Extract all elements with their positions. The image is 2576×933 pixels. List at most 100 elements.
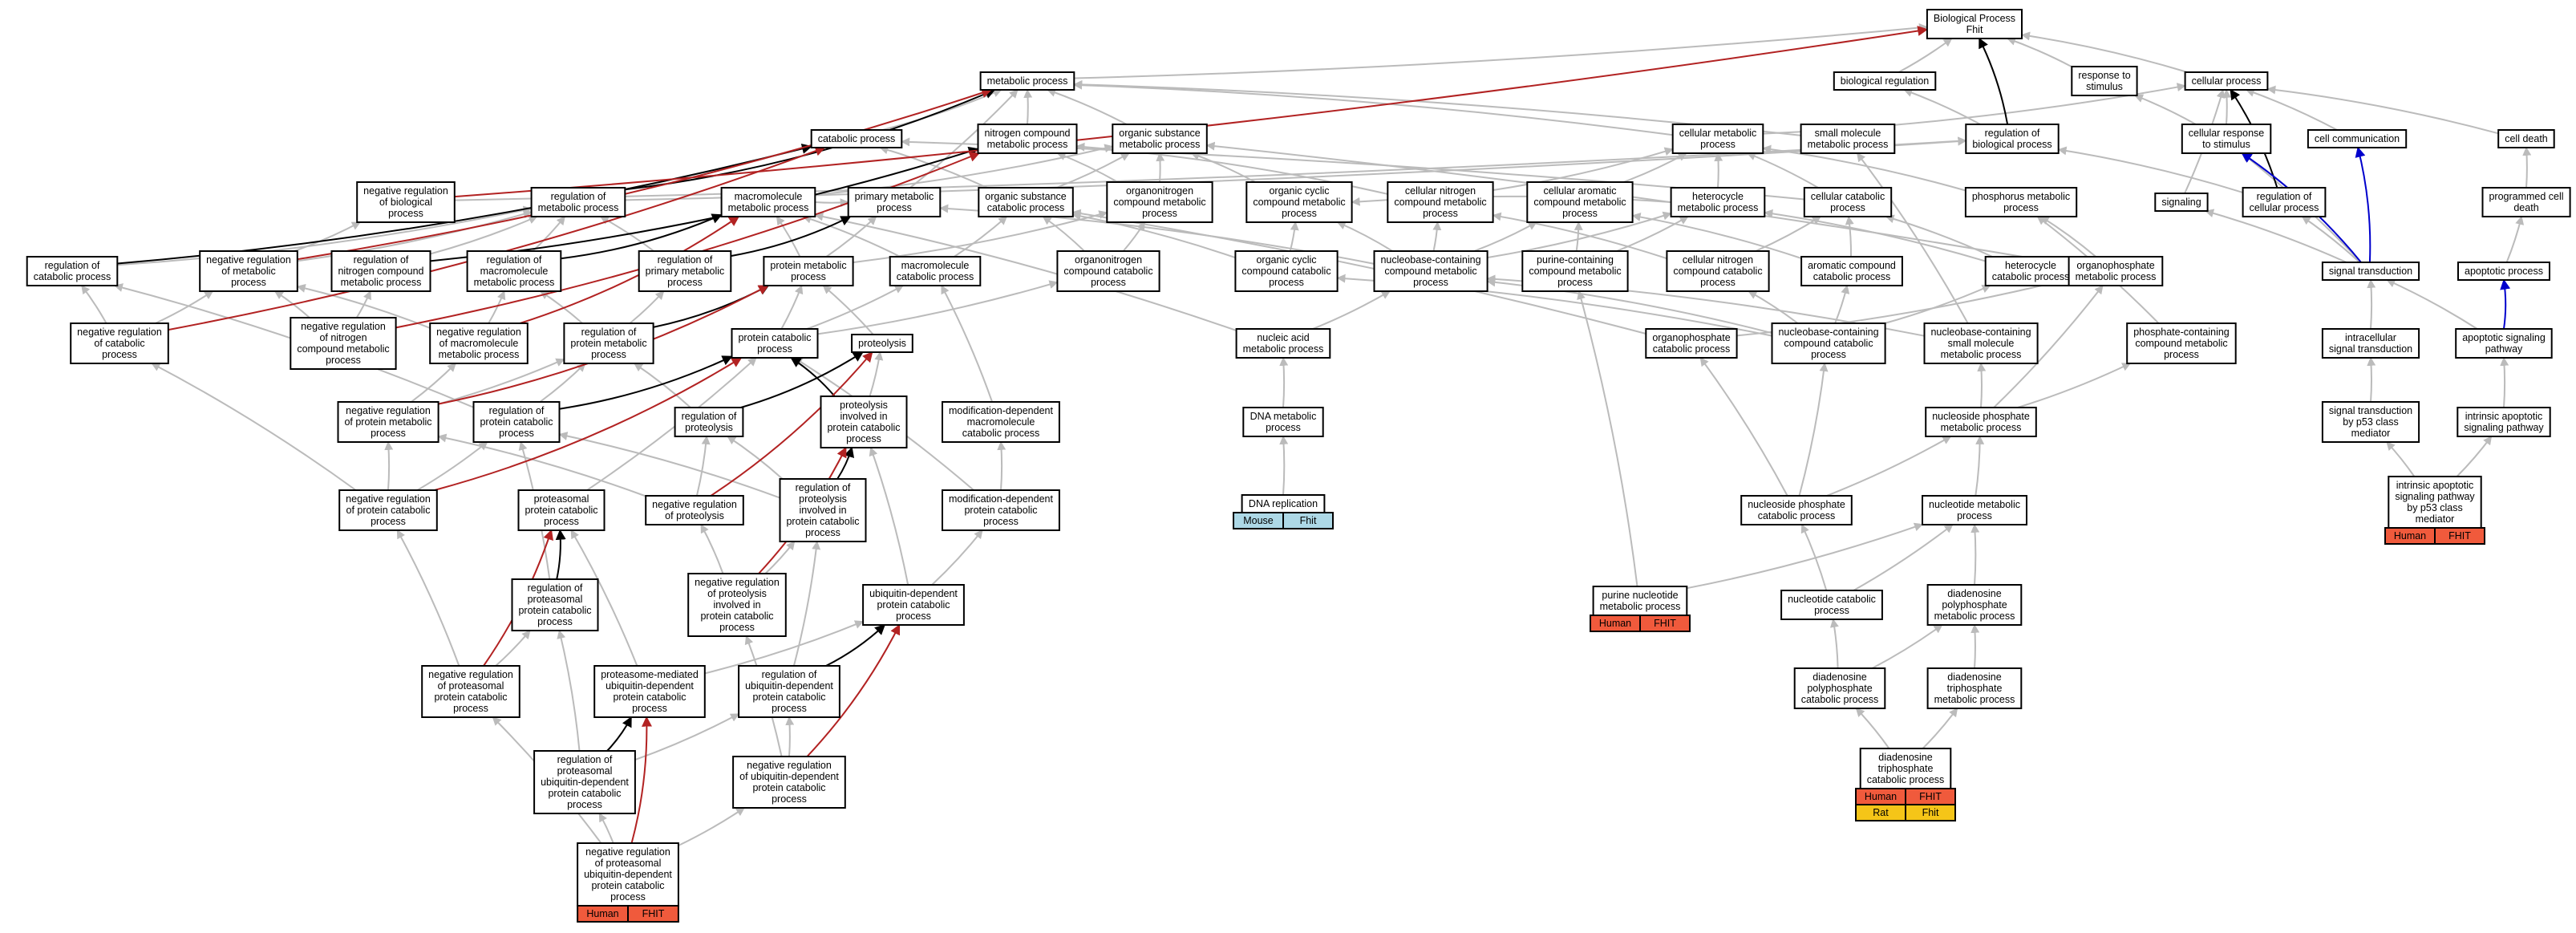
term-label-line: process: [371, 428, 406, 439]
term-node-bio-reg[interactable]: biological regulation: [1833, 71, 1937, 91]
term-node-cell-comm[interactable]: cell communication: [2307, 129, 2408, 148]
term-node-mod-dep-macro[interactable]: modification-dependentmacromoleculecatab…: [942, 401, 1060, 443]
term-node-proteolysis[interactable]: proteolysis: [851, 334, 913, 353]
term-node-reg-proteasomal-ubiq[interactable]: regulation ofproteasomalubiquitin-depend…: [533, 750, 636, 814]
term-box: [810, 129, 903, 148]
term-node-reg-ubiq[interactable]: regulation ofubiquitin-dependentprotein …: [738, 665, 840, 718]
term-label-line: by p53 class: [2407, 502, 2462, 513]
term-label-line: compound metabolic: [297, 343, 389, 355]
edge-is-a: [941, 285, 994, 403]
term-node-metabolic[interactable]: metabolic process: [979, 71, 1075, 91]
term-node-apoptotic[interactable]: apoptotic process: [2457, 262, 2550, 281]
term-label-line: purine-containing: [1537, 254, 1614, 266]
term-node-cell-death[interactable]: cell death: [2497, 129, 2555, 148]
term-node-proteasome-ubiq[interactable]: proteasome-mediatedubiquitin-dependentpr…: [593, 665, 706, 718]
edge-is-a: [1205, 141, 2069, 266]
term-node-cellular-proc[interactable]: cellular process: [2184, 71, 2269, 91]
term-node-catabolic[interactable]: catabolic process: [810, 129, 903, 148]
term-node-signal-trans[interactable]: signal transduction: [2321, 262, 2420, 281]
term-node-dna-rep[interactable]: DNA replication: [1241, 494, 1326, 513]
term-node-signaling[interactable]: signaling: [2154, 193, 2209, 212]
term-label-line: protein catabolic: [786, 516, 859, 527]
